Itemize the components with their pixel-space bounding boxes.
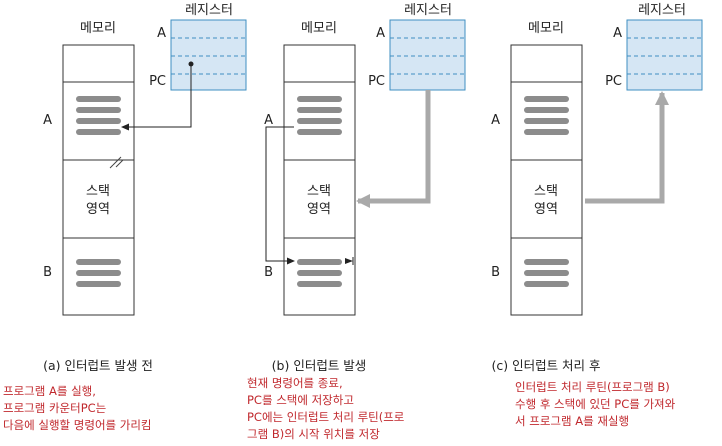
panel-a-note-line2: 프로그램 카운터PC는 xyxy=(3,401,106,415)
program-a-instructions xyxy=(524,96,569,135)
program-a-instructions xyxy=(297,96,342,135)
panel-a-caption: (a) 인터럽트 발생 전 xyxy=(43,358,153,373)
panel-a-note-line3: 다음에 실행할 명령어를 가리킴 xyxy=(3,418,152,432)
register-a-label: A xyxy=(376,26,385,41)
stack-label-line2: 영역 xyxy=(307,202,331,217)
pc-pointer-arrow xyxy=(121,61,194,131)
panel-a-note-line1: 프로그램 A를 실행, xyxy=(3,384,96,398)
program-a-label: A xyxy=(264,113,273,128)
program-a-label: A xyxy=(43,113,52,128)
program-b-label: B xyxy=(491,265,500,280)
panel-c-note-line3: 서 프로그램 A를 재실행 xyxy=(515,414,629,428)
panel-c-caption: (c) 인터럽트 처리 후 xyxy=(491,358,600,373)
program-b-label: B xyxy=(264,265,273,280)
memory-label: 메모리 xyxy=(80,21,116,36)
register-block xyxy=(389,19,466,91)
memory-label: 메모리 xyxy=(301,21,337,36)
panel-a: 메모리 스택 영역 A B 레지스터 xyxy=(3,3,247,432)
panel-b-note-line2: PC를 스택에 저장하고 xyxy=(247,393,354,407)
register-a-label: A xyxy=(157,26,166,41)
register-pc-label: PC xyxy=(149,74,166,89)
panel-c-note-line2: 수행 후 스택에 있던 PC를 가져와 xyxy=(515,397,676,411)
register-block xyxy=(626,19,703,91)
stack-label-line1: 스택 xyxy=(86,184,110,199)
panel-b: 메모리 스택 영역 A B 레지스터 xyxy=(247,3,466,441)
panel-c-note-line1: 인터럽트 처리 루틴(프로그램 B) xyxy=(515,380,670,394)
stack-label-line1: 스택 xyxy=(307,184,331,199)
register-label: 레지스터 xyxy=(404,3,452,18)
register-pc-label: PC xyxy=(368,74,385,89)
program-b-label: B xyxy=(43,265,52,280)
memory-label: 메모리 xyxy=(528,21,564,36)
register-label: 레지스터 xyxy=(638,3,686,18)
register-a-label: A xyxy=(613,26,622,41)
panel-b-note-line3: PC에는 인터럽트 처리 루틴(프로 xyxy=(247,410,404,424)
panel-b-note-line1: 현재 명령어를 종료, xyxy=(247,376,343,390)
panel-b-caption: (b) 인터럽트 발생 xyxy=(272,358,367,373)
program-b-instructions xyxy=(76,259,121,287)
pencil-icon xyxy=(109,156,124,169)
panel-b-note-line4: 그램 B)의 시작 위치를 저장 xyxy=(247,427,380,441)
stack-label-line1: 스택 xyxy=(534,184,558,199)
jump-to-routine-arrow xyxy=(265,126,354,265)
program-a-label: A xyxy=(491,113,500,128)
register-pc-label: PC xyxy=(605,74,622,89)
program-a-instructions xyxy=(76,96,121,135)
panel-c: 메모리 스택 영역 A B 레지스터 A PC xyxy=(491,3,703,428)
register-block xyxy=(170,19,247,91)
save-pc-to-stack-arrow xyxy=(356,90,431,208)
stack-label-line2: 영역 xyxy=(534,202,558,217)
register-label: 레지스터 xyxy=(185,3,233,18)
restore-pc-arrow xyxy=(585,91,669,204)
program-b-instructions xyxy=(524,259,569,287)
program-b-instructions xyxy=(297,259,342,287)
pc-marker-icon xyxy=(345,258,353,264)
stack-label-line2: 영역 xyxy=(86,202,110,217)
